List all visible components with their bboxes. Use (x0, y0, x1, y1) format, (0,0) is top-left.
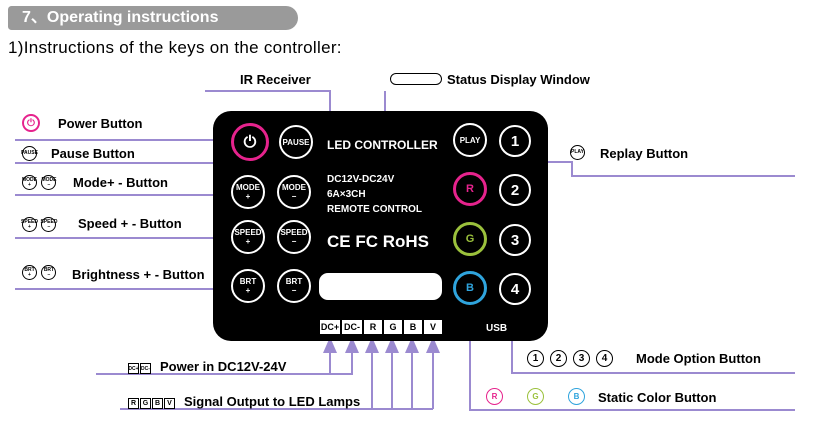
ir-receiver-label: IR Receiver (240, 72, 311, 87)
speed-plus-key[interactable]: SPEED+ (231, 220, 265, 254)
g-square-icon: G (140, 398, 151, 410)
brt-plus-icon: BRT+ (22, 265, 37, 281)
number-key-3[interactable]: 3 (499, 224, 531, 256)
pause-key[interactable]: PAUSE (279, 125, 313, 159)
power-label: Power Button (58, 116, 143, 131)
option-1-icon: 1 (527, 350, 544, 367)
brightness-label: Brightness + - Button (72, 267, 205, 282)
terminal-dc-plus: DC+ (319, 319, 341, 335)
terminal-dc-minus: DC- (341, 319, 363, 335)
panel-title: LED CONTROLLER (327, 138, 438, 152)
panel-certifications: CE FC RoHS (327, 232, 429, 251)
number-key-2[interactable]: 2 (499, 174, 531, 206)
mode-label: Mode+ - Button (73, 175, 168, 190)
play-key[interactable]: PLAY (453, 123, 487, 157)
subtitle: 1)Instructions of the keys on the contro… (8, 38, 342, 57)
static-g-icon: G (527, 388, 544, 405)
section-title: 7、Operating instructions (8, 6, 298, 30)
static-color-icons: R G B (486, 388, 585, 405)
replay-label: Replay Button (600, 146, 689, 161)
mode-option-icons: 1 2 3 4 (527, 350, 613, 367)
mode-plus-icon: MODE+ (22, 175, 37, 191)
mode-plus-key[interactable]: MODE+ (231, 175, 265, 209)
dc-icons: DC+DC- (128, 360, 152, 378)
terminal-v: V (423, 319, 443, 335)
mode-option-label: Mode Option Button (636, 351, 761, 366)
terminal-g: G (383, 319, 403, 335)
brt-plus-key[interactable]: BRT+ (231, 269, 265, 303)
option-4-icon: 4 (596, 350, 613, 367)
mode-minus-key[interactable]: MODE− (277, 175, 311, 209)
number-key-4[interactable]: 4 (499, 273, 531, 305)
brt-minus-icon: BRT− (41, 265, 57, 281)
controller-panel: ⏻ PAUSE MODE+ MODE− SPEED+ SPEED− BRT+ B… (213, 111, 548, 341)
option-2-icon: 2 (550, 350, 567, 367)
power-key[interactable]: ⏻ (231, 123, 269, 161)
speed-icons: SPEED+ SPEED− (21, 216, 57, 234)
pause-icon-text: PAUSE (21, 146, 38, 162)
dc-plus-icon: DC+ (128, 363, 139, 375)
b-square-icon: B (152, 398, 163, 410)
r-key[interactable]: R (453, 172, 487, 206)
terminal-b: B (403, 319, 423, 335)
usb-label: USB (486, 323, 508, 334)
pause-label: Pause Button (51, 146, 135, 161)
number-key-1[interactable]: 1 (499, 125, 531, 157)
option-3-icon: 3 (573, 350, 590, 367)
power-icon: ⏻ (22, 114, 40, 132)
speed-minus-icon: SPEED− (40, 217, 57, 233)
mode-icons: MODE+ MODE− (22, 174, 57, 192)
g-key[interactable]: G (453, 222, 487, 256)
brt-icons: BRT+ BRT− (22, 264, 57, 282)
panel-spec-remote: REMOTE CONTROL (327, 204, 422, 215)
speed-label: Speed + - Button (78, 216, 182, 231)
play-icon: PLAY (570, 144, 585, 162)
r-square-icon: R (128, 398, 139, 410)
speed-plus-icon: SPEED+ (21, 217, 38, 233)
static-r-icon: R (486, 388, 503, 405)
play-icon-text: PLAY (570, 145, 585, 161)
status-window-icon (390, 73, 442, 85)
mode-minus-icon: MODE− (41, 175, 57, 191)
signal-output-label: Signal Output to LED Lamps (184, 394, 361, 409)
power-in-label: Power in DC12V-24V (160, 359, 287, 374)
speed-minus-key[interactable]: SPEED− (277, 220, 311, 254)
panel-spec-current: 6A×3CH (327, 189, 366, 200)
brt-minus-key[interactable]: BRT− (277, 269, 311, 303)
dc-minus-icon: DC- (140, 363, 151, 375)
static-b-icon: B (568, 388, 585, 405)
pause-icon: PAUSE (21, 145, 38, 163)
static-color-label: Static Color Button (598, 390, 717, 405)
terminal-r: R (363, 319, 383, 335)
status-display-window (319, 273, 442, 300)
panel-spec-voltage: DC12V-DC24V (327, 174, 395, 185)
b-key[interactable]: B (453, 271, 487, 305)
status-window-label: Status Display Window (447, 72, 590, 87)
v-square-icon: V (164, 398, 175, 410)
